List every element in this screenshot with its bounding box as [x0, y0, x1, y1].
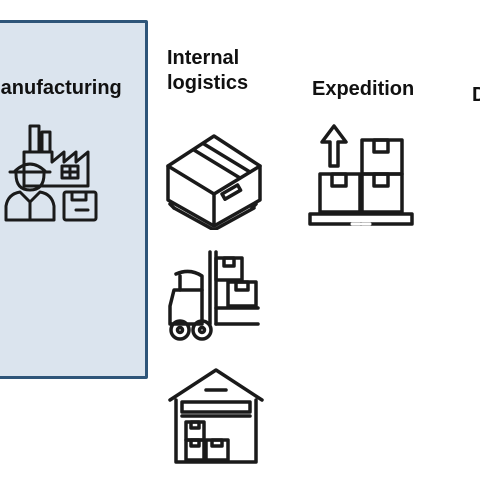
- stacked-boxes-icon: [306, 120, 416, 230]
- expedition-label: Expedition: [312, 78, 415, 100]
- warehouse-icon: [166, 366, 266, 466]
- internal-logistics-label: Internal logistics: [167, 47, 249, 94]
- factory-worker-icon: [2, 122, 100, 222]
- manufacturing-label: Manufacturing: [0, 77, 122, 99]
- forklift-icon: [166, 248, 262, 342]
- distribution-label: D: [472, 84, 480, 106]
- box-on-pallet-icon: [164, 128, 264, 230]
